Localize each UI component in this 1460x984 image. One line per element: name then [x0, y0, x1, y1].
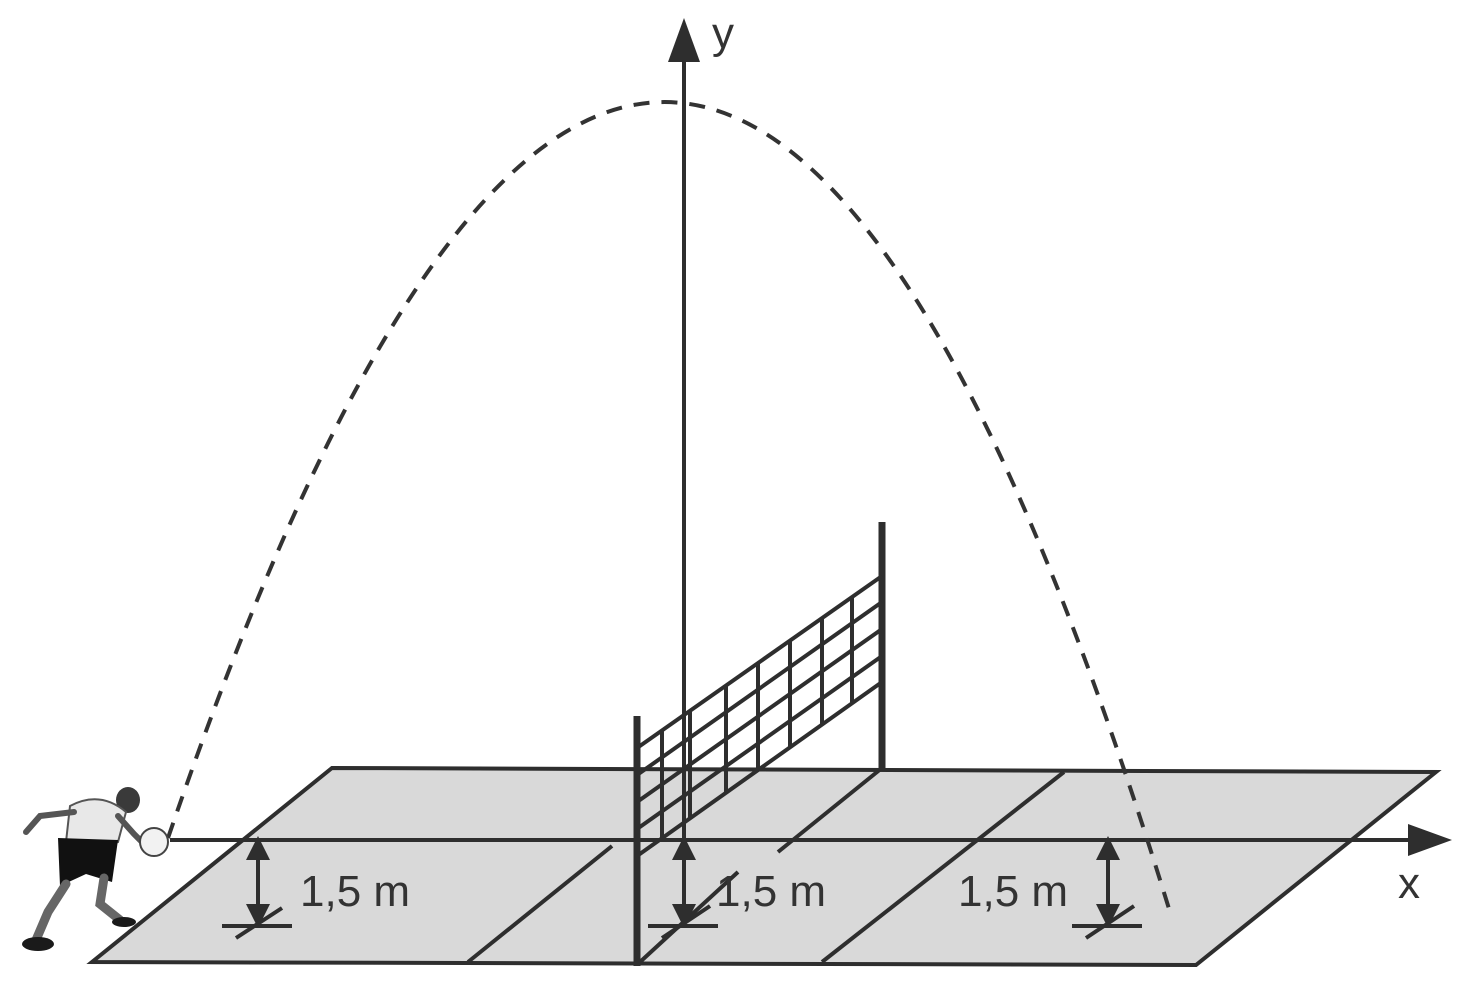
x-axis-label: x — [1398, 859, 1420, 908]
y-axis-arrowhead — [668, 18, 700, 62]
coordinate-axes — [170, 18, 1452, 856]
height-marker-right — [1072, 836, 1142, 940]
court-line-left-attack — [466, 844, 614, 964]
height-marker-center — [648, 836, 718, 940]
volleyball-player-serving-icon — [22, 787, 169, 951]
ball-trajectory — [166, 100, 1172, 913]
height-label-right: 1,5 m — [958, 867, 1068, 916]
volleyball-net — [633, 522, 886, 966]
y-axis-label: y — [712, 9, 734, 58]
court-line-right-attack — [820, 770, 1066, 964]
height-label-left: 1,5 m — [300, 867, 410, 916]
height-label-center: 1,5 m — [716, 867, 826, 916]
height-marker-left — [222, 836, 292, 940]
x-axis-arrowhead — [1408, 824, 1452, 856]
